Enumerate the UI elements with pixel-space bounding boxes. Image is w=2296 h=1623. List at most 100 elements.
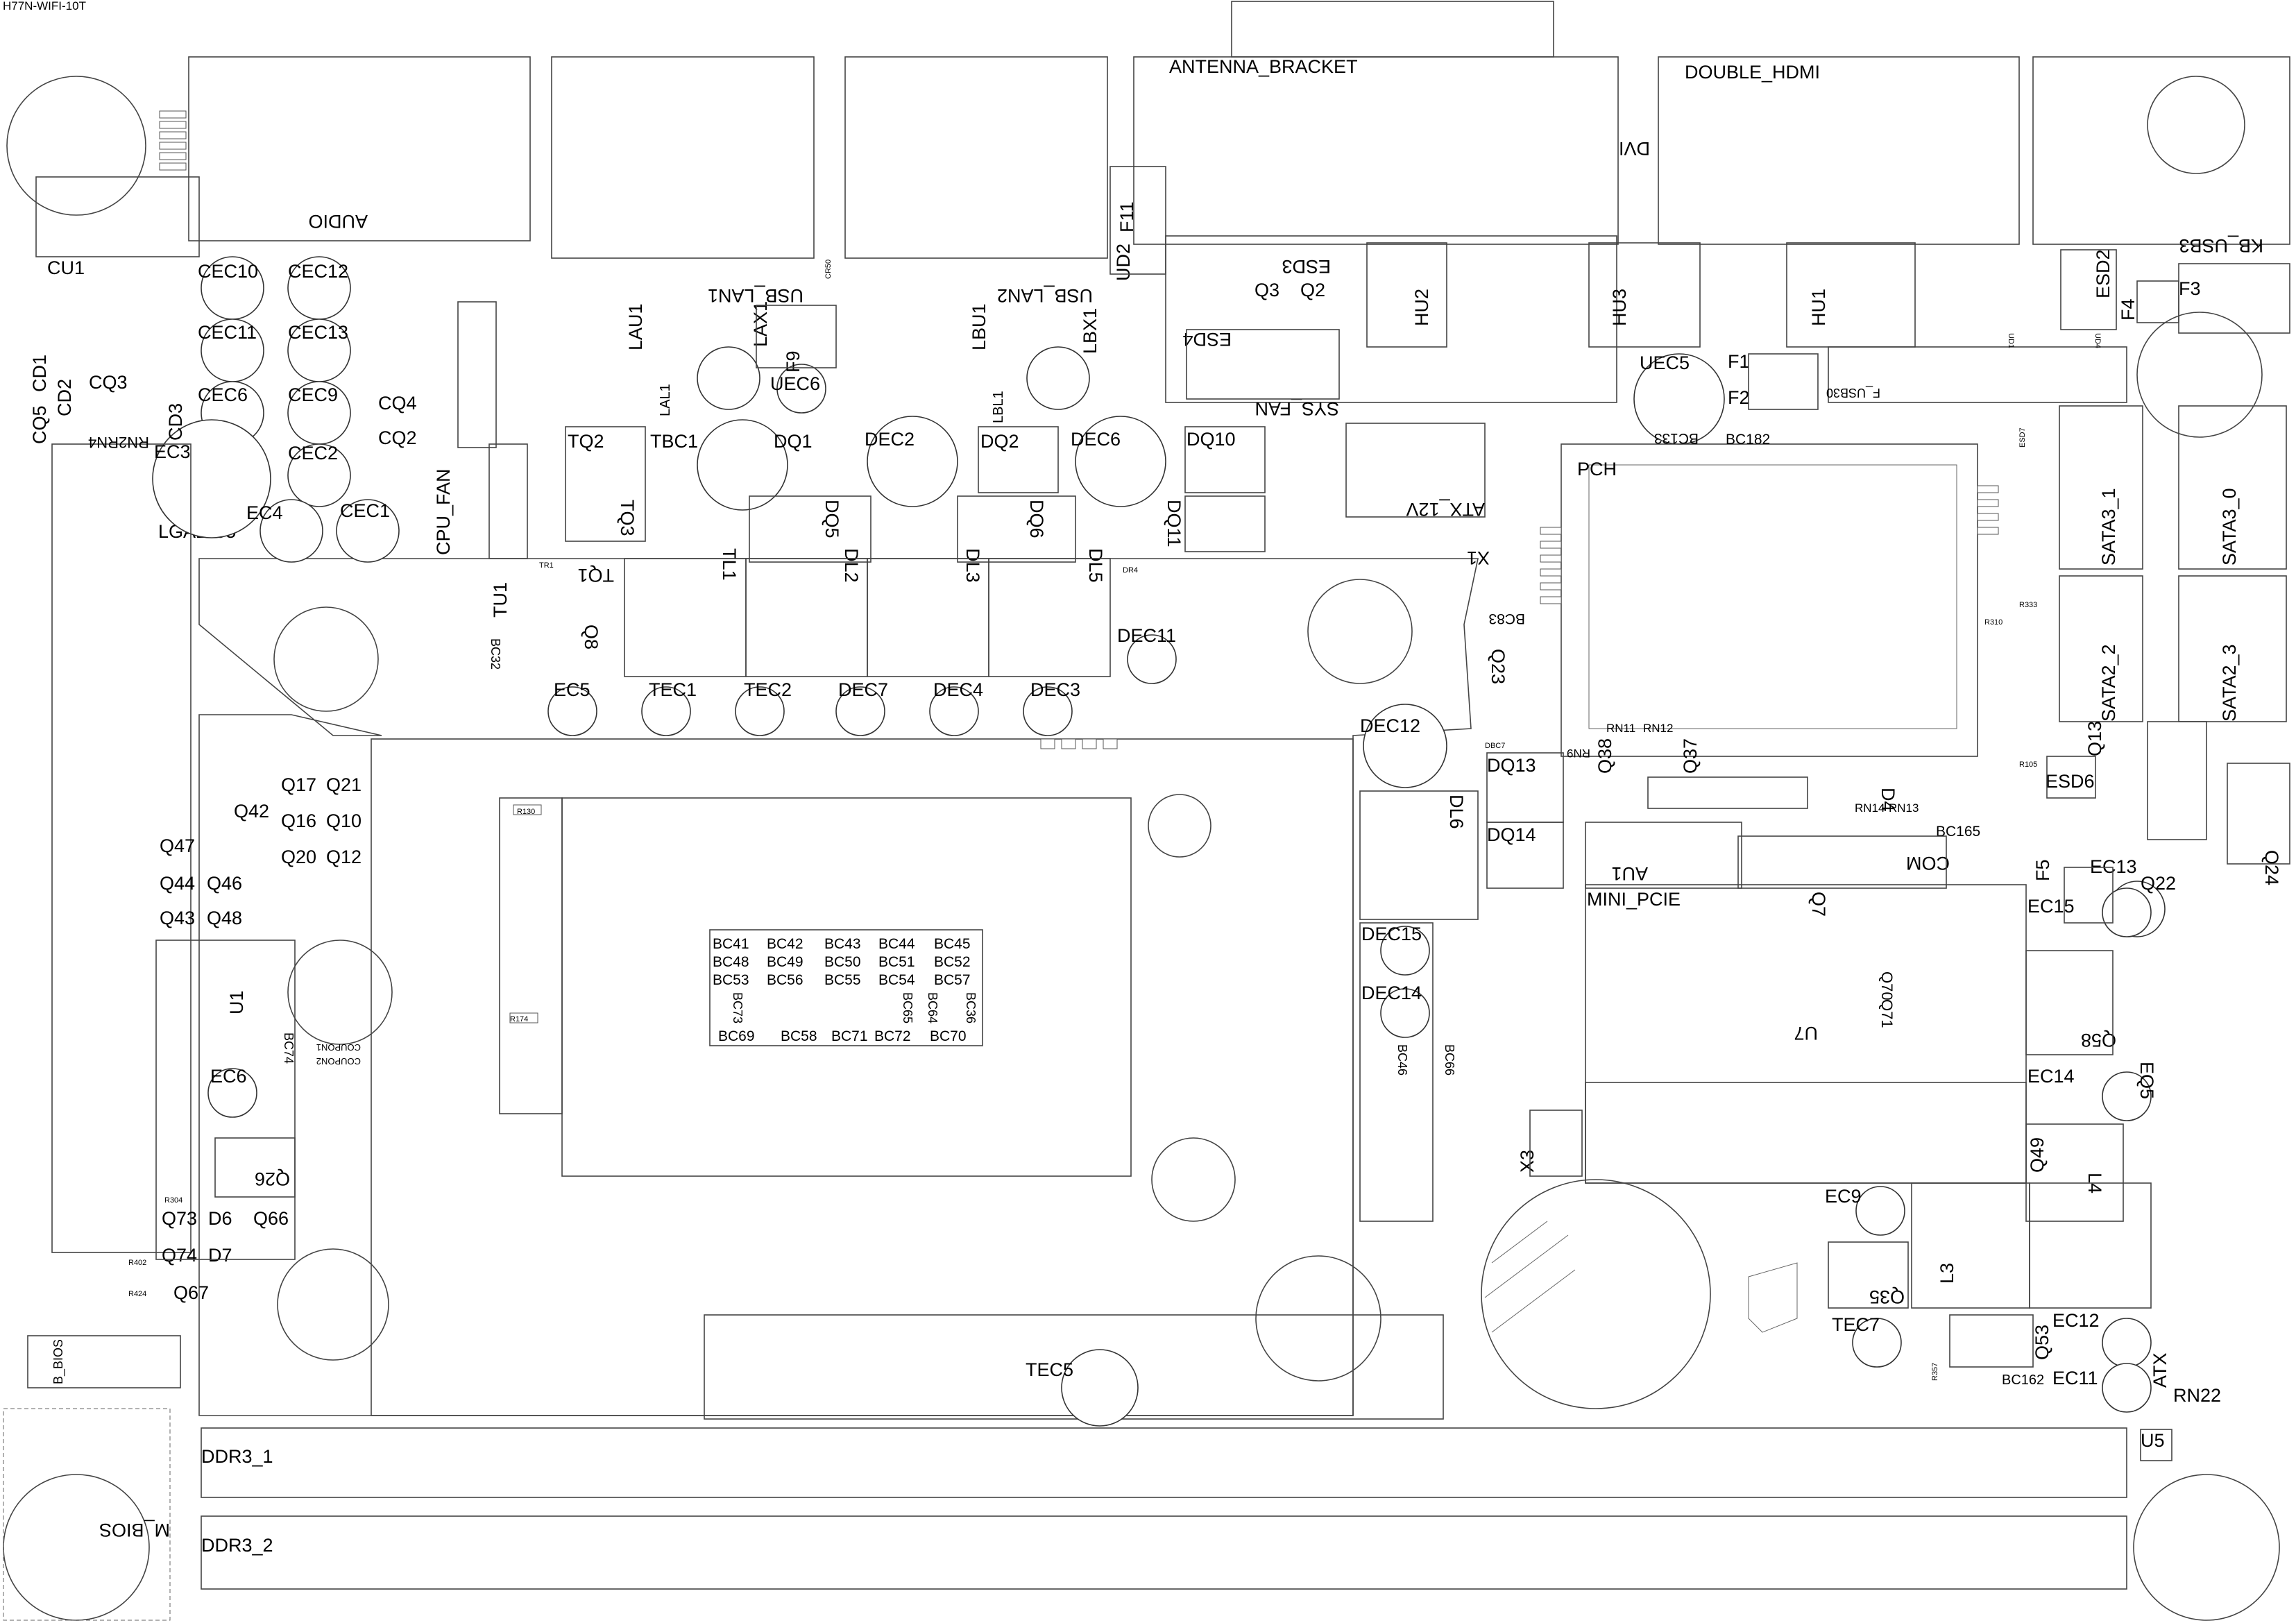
q20: Q20: [281, 847, 316, 867]
outline-x2: [1647, 776, 1808, 809]
q66: Q66: [253, 1208, 289, 1229]
cap-ec4: [260, 499, 323, 563]
pad: [159, 152, 187, 160]
bc58: BC58: [781, 1028, 817, 1044]
dl3: DL3: [962, 548, 983, 583]
dec11: DEC11: [1117, 625, 1176, 646]
pad: [1082, 738, 1097, 749]
f4: F4: [2118, 298, 2138, 321]
pad: [1061, 738, 1076, 749]
q74: Q74: [162, 1245, 197, 1266]
pad: [513, 804, 542, 815]
cap-dec2: [867, 416, 958, 507]
cpu-fan-label: CPU_FAN: [433, 468, 454, 555]
q13: Q13: [2084, 721, 2105, 756]
cap-ec5: [547, 686, 597, 736]
dl5: DL5: [1085, 548, 1106, 583]
double-hdmi-label: DOUBLE_HDMI: [1685, 62, 1820, 83]
pad: [159, 121, 187, 129]
bc133: BC133: [1654, 430, 1699, 446]
outline-dq6: [957, 495, 1076, 563]
hu1: HU1: [1808, 289, 1829, 326]
ddr3-1-slot: [201, 1427, 2127, 1498]
pad: [1540, 568, 1562, 577]
q10: Q10: [326, 810, 362, 831]
double-hdmi-outline: [1658, 56, 2020, 245]
hu3: HU3: [1609, 289, 1630, 326]
q8: Q8: [581, 624, 602, 649]
bc182: BC182: [1726, 432, 1770, 448]
tq1: TQ1: [577, 565, 614, 586]
uec5: UEC5: [1640, 352, 1690, 373]
ec14: EC14: [2027, 1066, 2075, 1087]
q21: Q21: [326, 774, 362, 795]
outline-hu2: [1366, 242, 1447, 348]
cq3: CQ3: [89, 372, 128, 393]
outline-f1-f2: [1748, 353, 1819, 410]
cap-lax1: [697, 346, 760, 410]
dec15: DEC15: [1361, 924, 1422, 944]
pad: [1540, 596, 1562, 604]
esd4: ESD4: [1182, 329, 1232, 350]
bc83: BC83: [1488, 611, 1525, 627]
lbx1: LBX1: [1080, 308, 1100, 354]
outline-left-cpu: [499, 797, 563, 1114]
atx-12v-label: ATX_12V: [1406, 499, 1485, 520]
ddr3-1-label: DDR3_1: [201, 1446, 273, 1467]
ud1: UD1: [2007, 333, 2015, 348]
tq3: TQ3: [617, 500, 638, 536]
bc165: BC165: [1936, 824, 1980, 840]
bc64: BC64: [926, 992, 939, 1023]
dq2: DQ2: [980, 431, 1019, 452]
uec6: UEC6: [770, 373, 820, 394]
q71: Q71: [1878, 999, 1896, 1028]
cu1: CU1: [47, 257, 85, 278]
cpu-hole-6: [1151, 1137, 1236, 1222]
dr4: DR4: [1123, 566, 1138, 575]
esd3: ESD3: [1282, 256, 1331, 277]
r333: R333: [2019, 601, 2037, 609]
battery-outline: [1481, 1179, 1711, 1409]
tr1: TR1: [539, 561, 554, 570]
sata3-1-label: SATA3_1: [2098, 488, 2119, 566]
r304: R304: [164, 1196, 182, 1205]
cec13: CEC13: [288, 322, 348, 343]
f5: F5: [2032, 859, 2053, 881]
tec5: TEC5: [1026, 1359, 1073, 1380]
pad: [159, 142, 187, 150]
m-bios-outline: [3, 1408, 171, 1621]
cpu-core-outline: [371, 738, 1354, 1416]
outline-dl6: [1359, 790, 1479, 920]
sata3-1-outline: [2059, 405, 2143, 570]
outline-dec-column: [1359, 922, 1434, 1222]
outline-mini-pcie-lower: [1585, 1082, 2027, 1184]
cap-ec12: [2102, 1318, 2152, 1368]
dbc7: DBC7: [1485, 742, 1505, 750]
dec7: DEC7: [838, 679, 888, 700]
b-bios-outline: [27, 1335, 181, 1388]
x3: X3: [1517, 1150, 1538, 1173]
kb-usb-hole: [2147, 76, 2245, 174]
bc66: BC66: [1443, 1044, 1456, 1076]
pad: [159, 110, 187, 119]
coupon1: COUPON1: [316, 1042, 361, 1053]
cec2: CEC2: [288, 443, 338, 464]
q47: Q47: [160, 835, 195, 856]
outline-dq14: [1486, 822, 1564, 889]
outline-f11: [1109, 166, 1166, 275]
outline-dq10: [1184, 426, 1266, 493]
pch-label: PCH: [1577, 459, 1617, 479]
outline-cpu-fan-lower: [488, 443, 528, 559]
cap-ec3: [152, 419, 271, 538]
lbu1: LBU1: [969, 303, 989, 350]
d6: D6: [208, 1208, 232, 1229]
outline-x3: [1529, 1110, 1583, 1177]
pch-die: [1588, 464, 1957, 729]
dl2: DL2: [841, 548, 862, 583]
esd2: ESD2: [2093, 249, 2114, 298]
q24: Q24: [2261, 850, 2282, 885]
cap-dec4: [929, 686, 979, 736]
pad: [1540, 541, 1562, 549]
cd2: CD2: [54, 379, 75, 416]
dvi-label: DVI: [1619, 138, 1650, 159]
